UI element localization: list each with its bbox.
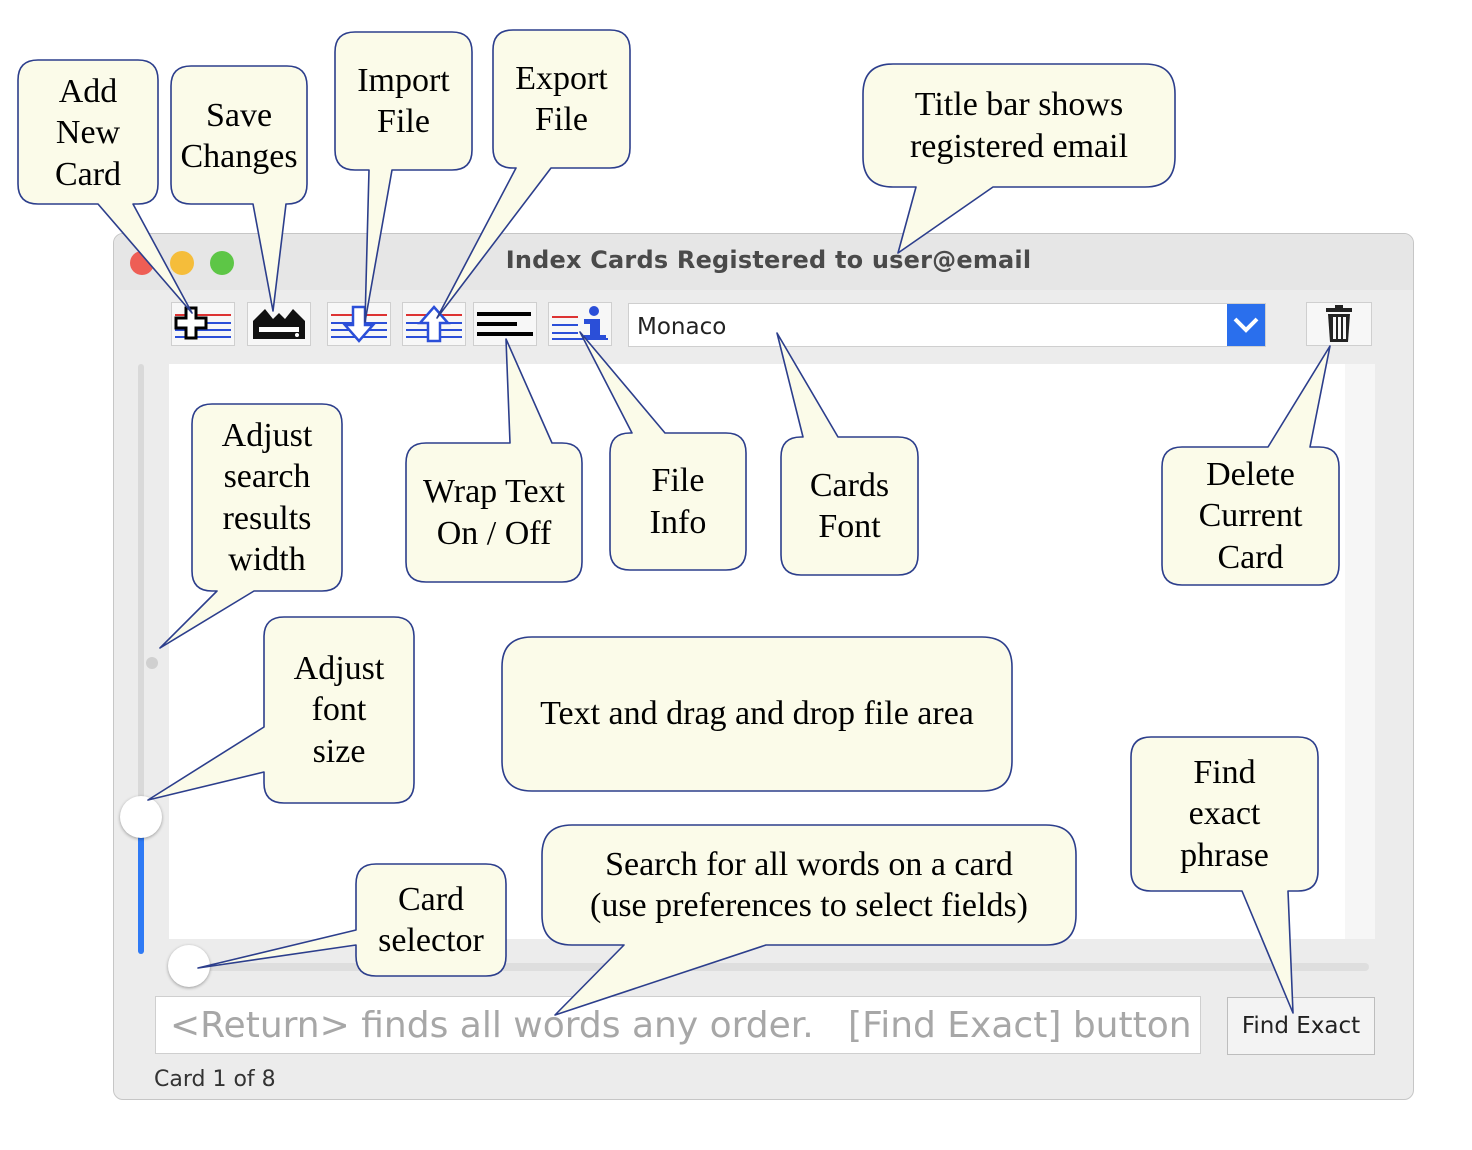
callout-import-file bbox=[334, 31, 473, 323]
callout-adjust-width bbox=[159, 403, 343, 649]
callout-save-changes bbox=[170, 65, 308, 312]
title-bar: Index Cards Registered to user@email bbox=[114, 234, 1413, 290]
window-title: Index Cards Registered to user@email bbox=[505, 246, 1032, 274]
callout-search-words-text: Search for all words on a card (use pref… bbox=[590, 845, 1028, 924]
find-exact-button[interactable]: Find Exact bbox=[1227, 997, 1375, 1055]
callout-add-card-text: Add New Card bbox=[54, 72, 122, 193]
callout-export-file-text: Export File bbox=[515, 59, 608, 138]
callout-adjust-width-text: Adjust search results width bbox=[221, 416, 313, 578]
text-area-scrollbar[interactable] bbox=[1345, 364, 1375, 939]
callout-find-exact bbox=[1130, 736, 1319, 1014]
font-select-value: Monaco bbox=[637, 314, 727, 340]
search-input[interactable] bbox=[156, 997, 1200, 1053]
export-file-button[interactable] bbox=[402, 302, 466, 346]
cards-font-select[interactable]: Monaco bbox=[628, 303, 1266, 347]
callout-text-area bbox=[501, 636, 1013, 792]
save-changes-button[interactable] bbox=[247, 302, 311, 346]
trash-icon bbox=[1326, 305, 1352, 342]
callout-card-selector bbox=[197, 863, 507, 977]
font-size-slider-track[interactable] bbox=[138, 364, 144, 954]
wrap-text-button[interactable] bbox=[473, 302, 537, 346]
callout-delete-card bbox=[1161, 345, 1340, 586]
add-card-button[interactable] bbox=[171, 302, 235, 346]
font-size-slider-fill bbox=[138, 818, 144, 954]
callout-save-changes-text: Save Changes bbox=[180, 96, 298, 175]
minimize-window-button[interactable] bbox=[170, 251, 194, 275]
add-card-icon bbox=[174, 306, 231, 340]
zoom-window-button[interactable] bbox=[210, 251, 234, 275]
chevron-down-icon[interactable] bbox=[1227, 304, 1265, 346]
callout-font-size-text: Adjust font size bbox=[293, 649, 385, 770]
wrap-lines-icon bbox=[477, 312, 533, 336]
callout-export-file bbox=[436, 29, 631, 319]
file-info-button[interactable] bbox=[548, 302, 612, 346]
callout-cards-font bbox=[776, 332, 919, 576]
callout-wrap-text-text: Wrap Text On / Off bbox=[423, 473, 565, 552]
card-count-status: Card 1 of 8 bbox=[154, 1067, 276, 1092]
callout-add-card bbox=[17, 59, 193, 314]
callout-font-size bbox=[147, 616, 415, 804]
callout-find-exact-text: Find exact phrase bbox=[1180, 753, 1269, 874]
callout-file-info bbox=[579, 331, 747, 571]
info-icon bbox=[552, 306, 608, 340]
callout-file-info-text: File Info bbox=[649, 462, 707, 541]
callout-title-bar bbox=[862, 63, 1176, 254]
export-arrow-icon bbox=[406, 305, 462, 343]
callout-wrap-text bbox=[405, 338, 583, 583]
results-width-handle[interactable] bbox=[146, 657, 158, 669]
callout-search-words bbox=[541, 824, 1077, 1016]
font-size-slider-knob[interactable] bbox=[120, 796, 162, 838]
import-file-button[interactable] bbox=[327, 302, 391, 346]
callout-text-area-text: Text and drag and drop file area bbox=[540, 695, 974, 733]
delete-card-button[interactable] bbox=[1306, 302, 1372, 346]
callout-delete-card-text: Delete Current Card bbox=[1198, 455, 1303, 576]
callout-import-file-text: Import File bbox=[357, 61, 450, 140]
callout-title-bar-text: Title bar shows registered email bbox=[909, 86, 1129, 165]
save-tray-icon bbox=[253, 309, 305, 339]
card-selector-track[interactable] bbox=[189, 963, 1369, 971]
callout-cards-font-text: Cards Font bbox=[809, 466, 890, 545]
callout-card-selector-text: Card selector bbox=[378, 880, 484, 959]
search-field[interactable] bbox=[155, 996, 1201, 1054]
